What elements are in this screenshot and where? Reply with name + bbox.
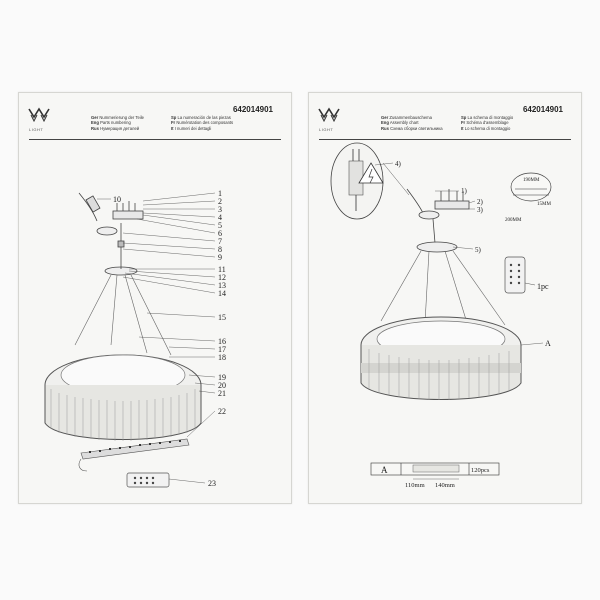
callout-leaders xyxy=(97,192,216,484)
legend-column-1: Ger Zusammenbauschema Eng Assembly chart… xyxy=(381,115,443,131)
part-a-callout: A xyxy=(545,339,551,348)
step-4: 4) xyxy=(395,160,402,168)
step-1: 1) xyxy=(461,187,468,195)
callout-11: 11 xyxy=(218,265,226,274)
crystal-ring-drawing xyxy=(44,354,202,441)
callout-14: 14 xyxy=(218,289,226,298)
brand-name: LIGHT xyxy=(29,127,44,132)
callout-2: 2 xyxy=(218,197,222,206)
hook-dimension-drawing: 190MM 15MM 200MM xyxy=(505,172,551,223)
assembly-drawing: 190MM 15MM 200MM 1pc xyxy=(330,142,551,489)
callout-8: 8 xyxy=(218,245,222,254)
parts-table: A 120pcs 110mm 140mm xyxy=(370,462,500,489)
crystal-rod-icon xyxy=(412,464,460,473)
callout-15: 15 xyxy=(218,313,226,322)
callout-16: 16 xyxy=(218,337,226,346)
table-dimension-140mm: 140mm xyxy=(435,482,455,489)
callout-22: 22 xyxy=(218,407,226,416)
legend-line: It Lo schema di montaggio xyxy=(461,125,511,131)
callout-17: 17 xyxy=(218,345,226,354)
table-part-a: A xyxy=(381,465,388,475)
dimension-190mm: 190MM xyxy=(523,178,540,183)
step-2: 2) xyxy=(477,198,484,206)
dimension-200mm: 200MM xyxy=(505,218,522,223)
callout-12: 12 xyxy=(218,273,226,282)
callout-3: 3 xyxy=(218,205,222,214)
legend-line: Fr Schéma d'assemblage xyxy=(461,120,509,126)
assembled-chandelier-drawing xyxy=(360,316,522,400)
header-rule xyxy=(29,139,281,140)
callout-19: 19 xyxy=(218,373,226,382)
ceiling-canopy-drawing xyxy=(78,192,144,276)
assembly-chart-page: LIGHT 642014901 Ger Zusammenbauschema En… xyxy=(308,92,582,504)
legend-column-2: Sp La schema di montaggio Fr Schéma d'as… xyxy=(461,115,513,131)
callout-10: 10 xyxy=(113,195,121,204)
suspension-cables-drawing xyxy=(74,274,172,356)
callout-21: 21 xyxy=(218,389,226,398)
legend-line: Ger Nummerierung der Teile xyxy=(91,115,144,120)
legend-line: Fr Numérotation des composants xyxy=(171,120,234,126)
suspension-cables-drawing xyxy=(380,250,506,326)
table-quantity: 120pcs xyxy=(471,467,490,474)
callout-9: 9 xyxy=(218,253,222,262)
legend-line: Rus Нумерация деталей xyxy=(91,125,140,131)
callout-7: 7 xyxy=(218,237,222,246)
step-leaders xyxy=(374,162,544,346)
exploded-parts-drawing: 10 1 2 3 4 5 6 7 8 9 11 12 13 14 15 16 1… xyxy=(44,189,226,488)
callout-5: 5 xyxy=(218,221,222,230)
callout-18: 18 xyxy=(218,353,226,362)
legend-column-1: Ger Nummerierung der Teile Eng Parts num… xyxy=(91,115,144,131)
article-code: 642014901 xyxy=(232,105,273,114)
callout-13: 13 xyxy=(218,281,226,290)
callout-4: 4 xyxy=(218,213,222,222)
dimension-15mm: 15MM xyxy=(537,202,551,207)
legend-line: Rus Схема сборки светильника xyxy=(381,125,443,131)
article-code: 642014901 xyxy=(522,105,563,114)
callout-6: 6 xyxy=(218,229,222,238)
step-3: 3) xyxy=(477,206,484,214)
led-strip-drawing xyxy=(78,438,190,472)
legend-column-2: Sp La numeración de las piezas Fr Numéro… xyxy=(171,115,233,131)
legend-line: Ger Zusammenbauschema xyxy=(381,115,432,120)
legend-line: Eng Assembly chart xyxy=(381,120,419,126)
brand-logo-icon xyxy=(318,107,340,123)
callout-23: 23 xyxy=(208,479,216,488)
wiring-detail-drawing xyxy=(330,142,410,220)
callout-1: 1 xyxy=(218,189,222,198)
remote-control-drawing xyxy=(126,472,170,488)
header-rule xyxy=(319,139,571,140)
legend-line: It I numeri dei dettagli xyxy=(171,125,212,131)
legend-line: Sp La numeración de las piezas xyxy=(171,115,231,120)
table-dimension-110mm: 110mm xyxy=(405,482,425,489)
brand-name: LIGHT xyxy=(319,127,334,132)
remote-quantity: 1pc xyxy=(537,282,549,291)
brand-logo-icon xyxy=(28,107,50,123)
step-5: 5) xyxy=(475,246,482,254)
callout-20: 20 xyxy=(218,381,226,390)
electric-warning-icon xyxy=(358,162,384,184)
legend-line: Sp La schema di montaggio xyxy=(461,115,514,120)
legend-line: Eng Parts numbering xyxy=(91,120,131,126)
remote-control-drawing: 1pc xyxy=(504,256,549,294)
parts-numbering-page: LIGHT 642014901 Ger Nummerierung der Tei… xyxy=(18,92,292,504)
ceiling-canopy-drawing xyxy=(406,188,470,253)
